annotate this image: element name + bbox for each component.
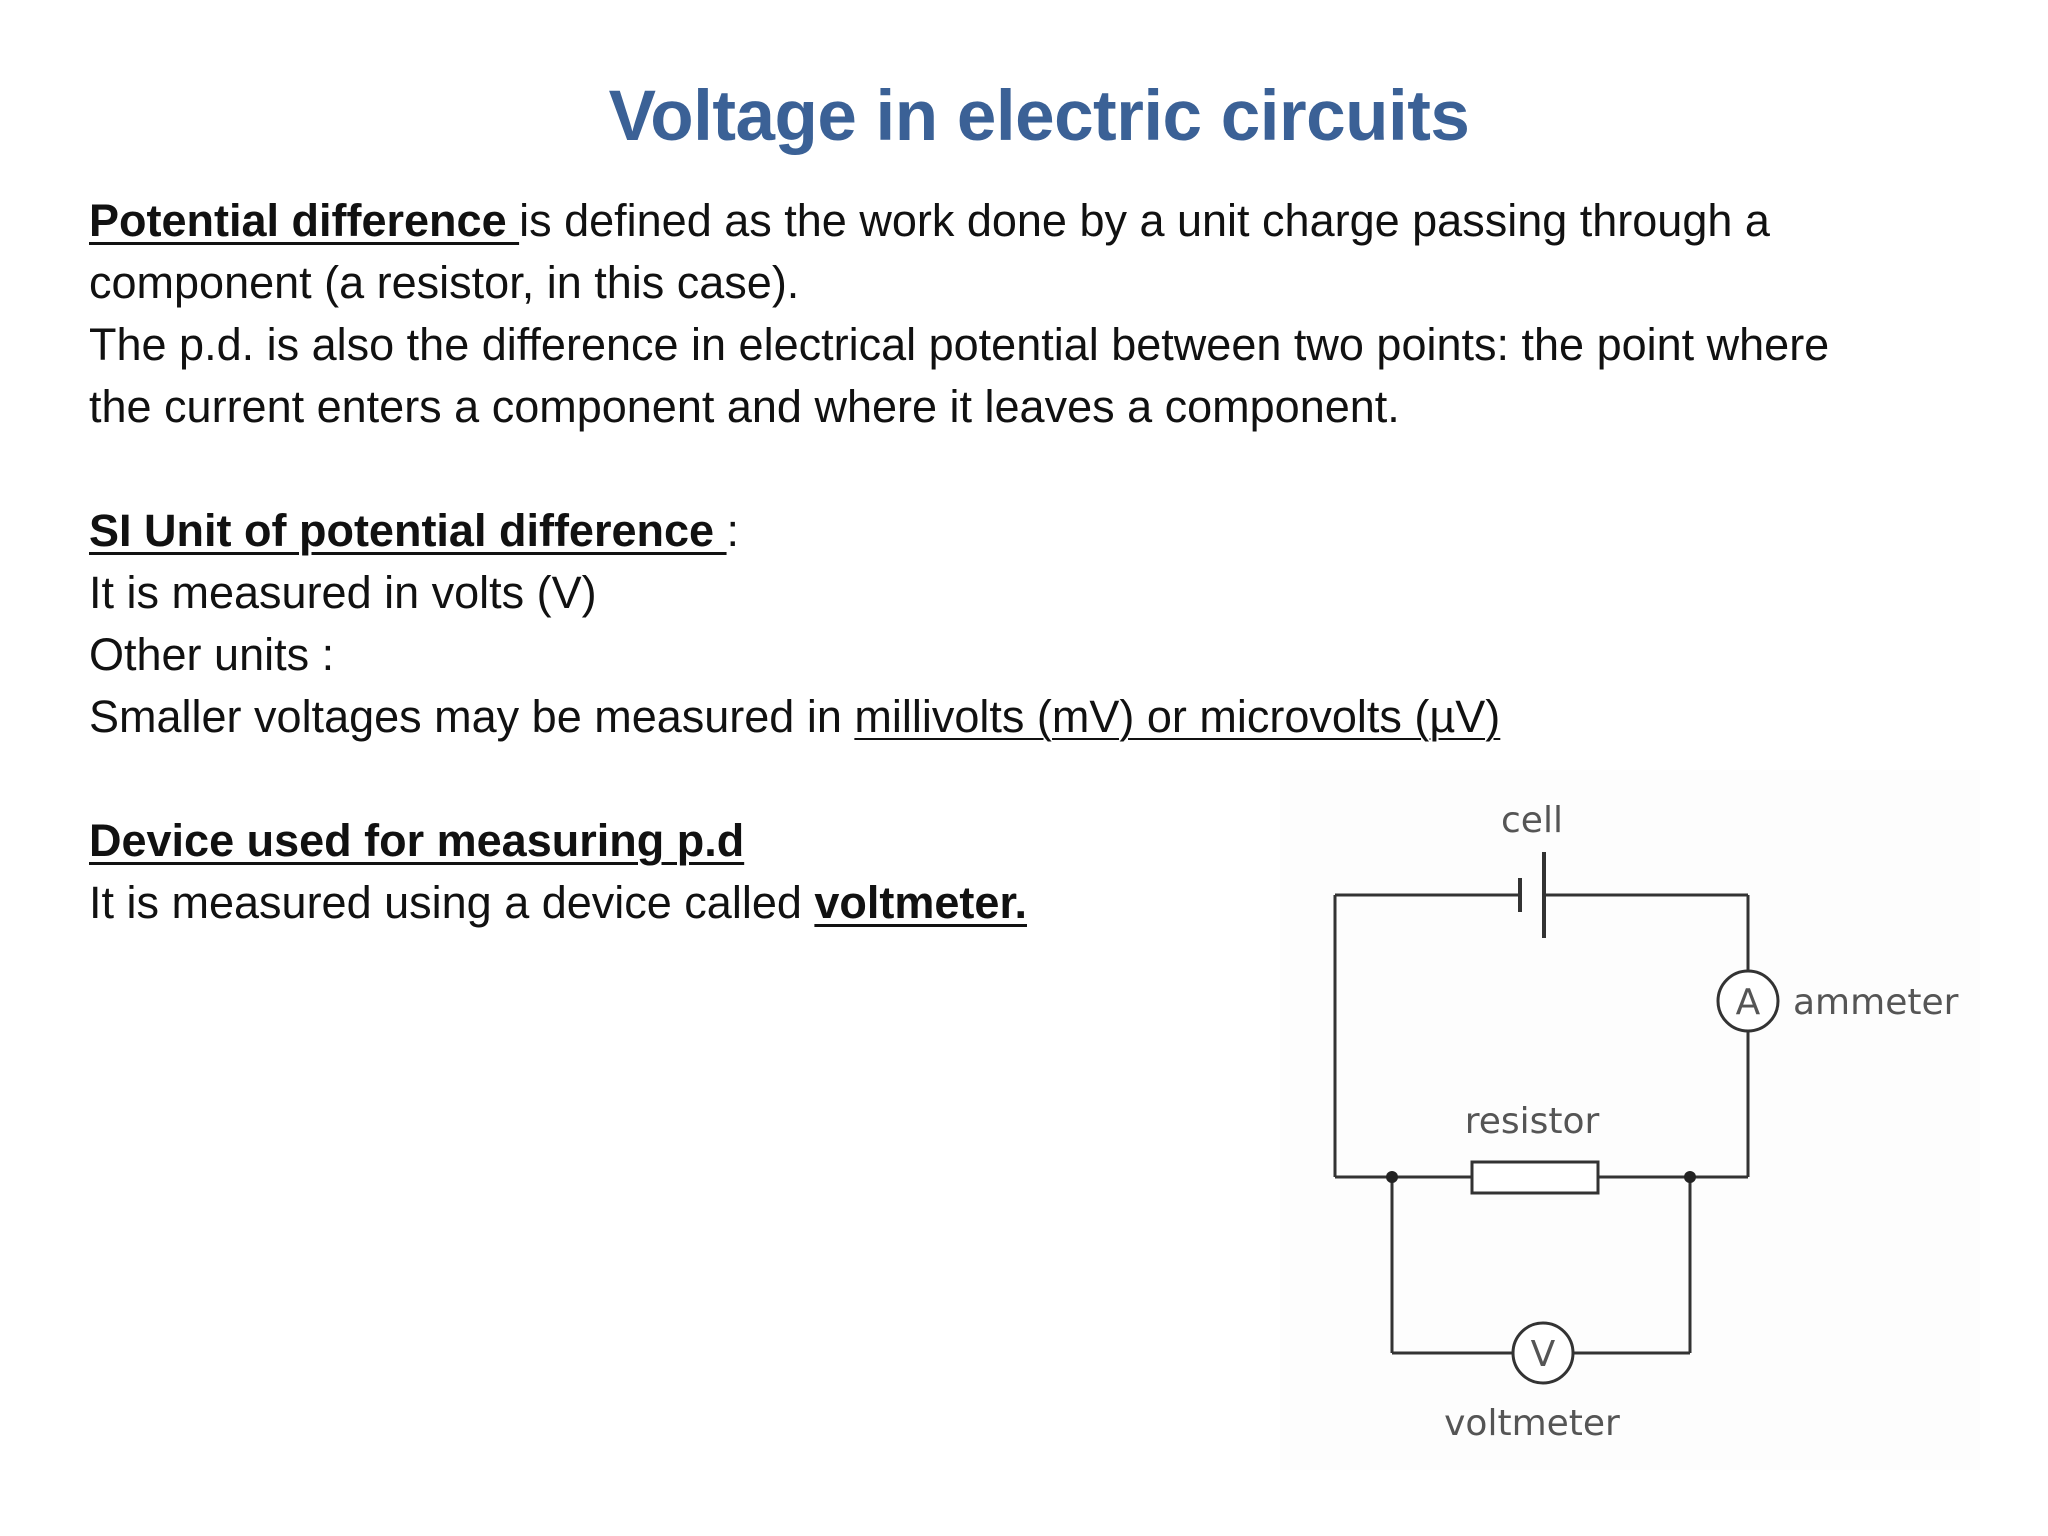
device-heading-line: Device used for measuring p.d: [89, 810, 1989, 872]
resistor-label: resistor: [1465, 1101, 1600, 1142]
si-unit-heading-line: SI Unit of potential difference :: [89, 500, 1989, 562]
definition-term: Potential difference: [89, 195, 520, 246]
junction-left: [1386, 1171, 1398, 1183]
voltmeter-symbol: [1511, 1321, 1575, 1385]
si-unit-line-2: Other units :: [89, 629, 335, 680]
si-unit-heading: SI Unit of potential difference: [89, 505, 727, 556]
si-unit-colon: :: [726, 505, 740, 556]
si-unit-line-3: Smaller voltages may be measured in mill…: [89, 686, 1989, 748]
ammeter-label: ammeter: [1793, 982, 1959, 1023]
spacer: [89, 438, 1989, 500]
definition-line-1: Potential difference is defined as the w…: [89, 190, 1989, 252]
device-line-prefix: It is measured using a device called: [89, 877, 815, 928]
cell-label: cell: [1501, 800, 1563, 841]
voltmeter-letter: V: [1531, 1334, 1556, 1375]
definition-line-3: The p.d. is also the difference in elect…: [89, 319, 1830, 370]
ammeter-symbol: [1716, 969, 1780, 1033]
ammeter-letter: A: [1736, 982, 1761, 1023]
device-heading: Device used for measuring p.d: [89, 815, 745, 866]
slide-body: Potential difference is defined as the w…: [89, 190, 1989, 934]
definition-line-4: the current enters a component and where…: [89, 381, 1400, 432]
circuit-diagram: A V cell ammeter resistor voltmeter: [1280, 770, 1980, 1470]
definition-text-1: is defined as the work done by a unit ch…: [519, 195, 1770, 246]
device-line: It is measured using a device called vol…: [89, 872, 1989, 934]
slide-title: Voltage in electric circuits: [608, 77, 1470, 156]
device-name: voltmeter.: [814, 877, 1027, 928]
resistor-symbol: [1470, 1160, 1600, 1195]
voltmeter-label: voltmeter: [1444, 1403, 1620, 1444]
si-unit-line-1: It is measured in volts (V): [89, 567, 597, 618]
cell-symbol: [1518, 852, 1546, 938]
smaller-units: millivolts (mV) or microvolts (µV): [854, 691, 1501, 742]
circuit-svg: A V cell ammeter resistor voltmeter: [1333, 800, 1959, 1444]
si-unit-line-3-prefix: Smaller voltages may be measured in: [89, 691, 855, 742]
definition-line-2: component (a resistor, in this case).: [89, 257, 800, 308]
junction-right: [1684, 1171, 1696, 1183]
